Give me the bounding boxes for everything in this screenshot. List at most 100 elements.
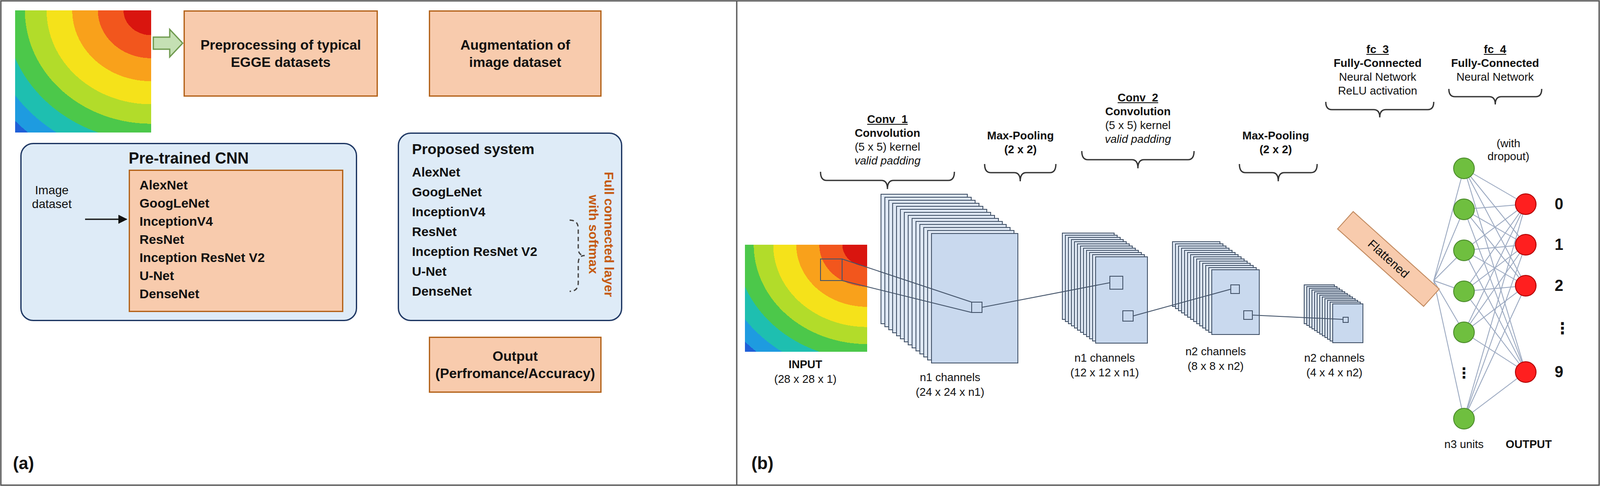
label: Image dataset [17,183,87,212]
dense-link [1463,204,1526,419]
label: Convolution [1105,105,1171,119]
label: (2 x 2) [1259,143,1292,157]
panel-divider [736,0,738,486]
node-text: Output (Perfromance/Accuracy) [435,347,596,383]
flatten-link [1433,280,1464,419]
feature-map [1211,269,1260,335]
label: 9 [1554,363,1564,381]
label: Convolution [854,126,921,140]
group-panel: Pre-trained CNNAlexNetGoogLeNetInception… [20,142,358,322]
model-name: DenseNet [411,284,472,299]
model-name: InceptionV4 [139,212,333,231]
label: Neural Network [1456,70,1534,84]
hidden-unit [1453,199,1475,220]
flatten-link [1433,168,1464,281]
brace [820,171,955,190]
hidden-unit [1453,322,1475,343]
hidden-unit [1453,240,1475,261]
label: 2 [1554,276,1564,295]
label: n1 channels [1074,351,1135,365]
bracket-path [569,220,585,292]
field-image [15,10,152,133]
panel-title: Pre-trained CNN [21,149,356,168]
dense-network [1433,158,1537,430]
model-name: U-Net [411,264,447,279]
label: OUTPUT [1505,438,1553,452]
brace [1448,88,1542,105]
node-text: Augmentation of image dataset [439,36,591,71]
model-name: GoogLeNet [411,184,482,200]
feature-map [1095,256,1148,344]
model-name: GoogLeNet [139,194,333,213]
braces [820,88,1542,190]
dense-link [1463,204,1526,333]
label: 0 [1554,195,1564,213]
output-unit [1515,193,1537,215]
label: (b) [751,453,774,474]
model-name: InceptionV4 [411,204,486,220]
label: (12 x 12 x n1) [1070,366,1140,380]
process-box: Augmentation of image dataset [428,10,602,97]
label: (24 x 24 x n1) [915,386,985,400]
layer-note: Full connected layer with softmax [585,163,617,306]
hidden-unit [1453,158,1475,179]
arrow-line [85,218,127,221]
output-unit [1515,275,1537,297]
model-list-box: AlexNetGoogLeNetInceptionV4ResNetIncepti… [128,169,344,313]
label: Fully-Connected [1333,57,1422,70]
label: Max-Pooling [987,129,1055,143]
model-name: Inception ResNet V2 [139,248,333,267]
model-name: DenseNet [139,285,333,304]
model-name: ResNet [411,224,457,240]
label: Max-Pooling [1242,129,1310,143]
label: n2 channels [1304,351,1365,365]
process-box: Preprocessing of typical EGGE datasets [183,10,378,97]
output-unit [1515,234,1537,256]
system-panel: Proposed systemAlexNetGoogLeNetInception… [397,132,623,322]
label: fc_4 [1483,43,1507,57]
label: valid padding [1104,133,1171,146]
model-name: AlexNet [139,176,333,195]
feature-map [1332,304,1363,343]
label: Conv_2 [1117,91,1159,105]
label: n2 channels [1185,345,1246,359]
hidden-unit [1453,408,1475,430]
label: (8 x 8 x n2) [1187,360,1244,374]
brace [1239,164,1318,182]
block-arrow [153,29,183,58]
flatten-box: Flattened [1337,211,1440,308]
label: ⋮ [1554,319,1571,338]
output-unit [1515,361,1537,383]
label: valid padding [854,154,921,168]
dense-link [1463,372,1526,419]
label: (28 x 28 x 1) [774,373,837,387]
label: (5 x 5) kernel [854,140,921,154]
hidden-unit [1453,281,1475,302]
feature-maps [880,194,1363,364]
dense-link [1463,285,1526,419]
brace [984,164,1056,182]
label: n1 channels [919,371,981,385]
label: fc_3 [1366,43,1389,57]
model-name: AlexNet [411,164,461,180]
panel-title: Proposed system [411,140,535,158]
label: Conv_1 [867,113,908,127]
label: Fully-Connected [1451,57,1540,70]
model-name: ResNet [139,230,333,249]
label: (2 x 2) [1004,143,1037,157]
label: INPUT [788,358,823,372]
feature-map [931,233,1018,364]
process-box: Output (Perfromance/Accuracy) [428,336,602,393]
label: 1 [1554,235,1564,254]
node-text: Preprocessing of typical EGGE datasets [194,36,368,71]
label: (4 x 4 x n2) [1306,366,1363,380]
model-name: U-Net [139,266,333,286]
label: (a) [12,453,35,474]
label: Neural Network [1338,70,1417,84]
label: ⋮ [1456,364,1472,382]
label: ReLU activation [1337,84,1418,98]
model-name: Inception ResNet V2 [411,244,538,260]
label: n3 units [1444,438,1484,452]
